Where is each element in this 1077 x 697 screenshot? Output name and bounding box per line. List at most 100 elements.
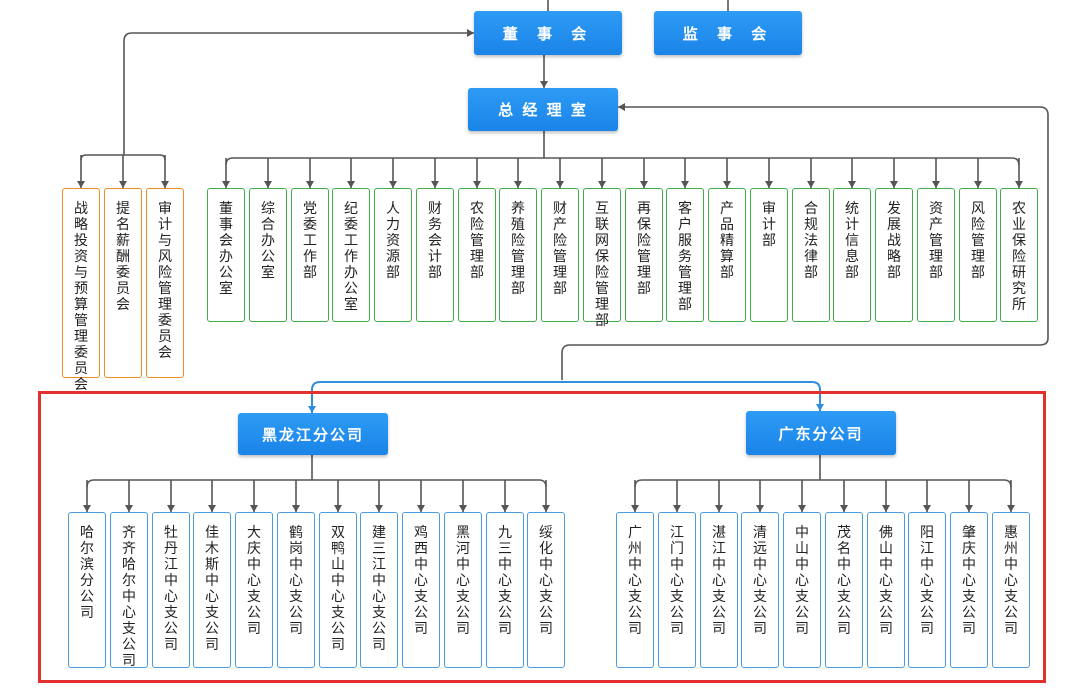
department-box[interactable]: 统计信息部 [833,188,871,322]
arrowhead-icon [540,81,548,88]
office-box-guangdong[interactable]: 湛江中心支公司 [700,512,738,668]
office-box-heilongjiang[interactable]: 九三中心支公司 [486,512,524,668]
office-box-heilongjiang[interactable]: 齐齐哈尔中心支公司 [110,512,148,669]
office-box-heilongjiang-label: 鹤岗中心支公司 [289,525,303,637]
department-box[interactable]: 发展战略部 [875,188,913,322]
arrowhead-icon [83,505,91,512]
office-box-heilongjiang-label: 黑河中心支公司 [456,525,470,637]
department-box[interactable]: 财务会计部 [416,188,454,322]
arrowhead-icon [514,181,522,188]
branch-bus-line [311,381,821,413]
department-box[interactable]: 人力资源部 [374,188,412,322]
office-box-heilongjiang-label: 建三江中心支公司 [372,525,386,653]
committee-box[interactable]: 审计与风险管理委员会 [146,188,184,378]
department-box-label: 纪委工作办公室 [344,201,358,313]
office-box-heilongjiang[interactable]: 佳木斯中心支公司 [193,512,231,668]
department-box[interactable]: 纪委工作办公室 [332,188,370,322]
office-box-heilongjiang-label: 哈尔滨分公司 [80,525,94,621]
office-box-guangdong[interactable]: 广州中心支公司 [616,512,654,668]
department-box-label: 发展战略部 [887,201,901,281]
arrowhead-icon [681,181,689,188]
department-box[interactable]: 农业保险研究所 [1000,188,1038,322]
department-box[interactable]: 产品精算部 [708,188,746,322]
department-box-label: 农业保险研究所 [1012,201,1026,313]
office-box-guangdong[interactable]: 茂名中心支公司 [825,512,863,668]
arrowhead-icon [932,181,940,188]
department-box[interactable]: 客户服务管理部 [666,188,704,322]
arrowhead-icon [807,181,815,188]
office-box-heilongjiang[interactable]: 牡丹江中心支公司 [152,512,190,668]
arrowhead-icon [1015,181,1023,188]
department-box[interactable]: 合规法律部 [792,188,830,322]
arrowhead-icon [618,103,625,111]
department-box[interactable]: 党委工作部 [291,188,329,322]
board-node[interactable]: 董 事 会 [474,11,622,55]
office-box-guangdong-label: 清远中心支公司 [753,525,767,637]
office-box-heilongjiang[interactable]: 鹤岗中心支公司 [277,512,315,668]
department-box-label: 董事会办公室 [219,201,233,297]
department-box[interactable]: 风险管理部 [959,188,997,322]
department-box-label: 养殖险管理部 [511,201,525,297]
office-box-heilongjiang-label: 齐齐哈尔中心支公司 [122,525,136,669]
arrowhead-icon [723,181,731,188]
arrowhead-icon [890,181,898,188]
branch-label-heilongjiang: 黑龙江分公司 [261,425,364,444]
arrowhead-icon [473,181,481,188]
committee-box[interactable]: 提名薪酬委员会 [104,188,142,378]
arrowhead-icon [334,505,342,512]
office-box-heilongjiang[interactable]: 建三江中心支公司 [360,512,398,668]
office-box-heilongjiang[interactable]: 绥化中心支公司 [527,512,565,668]
arrowhead-icon [161,181,169,188]
board-label: 董 事 会 [502,24,594,43]
department-box[interactable]: 互联网保险管理部 [583,188,621,329]
office-box-heilongjiang[interactable]: 鸡西中心支公司 [402,512,440,668]
office-box-guangdong[interactable]: 中山中心支公司 [783,512,821,668]
office-box-guangdong[interactable]: 肇庆中心支公司 [950,512,988,668]
arrowhead-icon [389,181,397,188]
department-box[interactable]: 董事会办公室 [207,188,245,322]
arrowhead-icon [542,505,550,512]
office-box-guangdong[interactable]: 江门中心支公司 [658,512,696,668]
branch-node-heilongjiang[interactable]: 黑龙江分公司 [238,413,388,455]
office-box-guangdong[interactable]: 清远中心支公司 [741,512,779,668]
department-box[interactable]: 综合办公室 [249,188,287,322]
office-box-guangdong[interactable]: 阳江中心支公司 [908,512,946,668]
department-box[interactable]: 养殖险管理部 [499,188,537,322]
arrowhead-icon [264,181,272,188]
arrowhead-icon [965,505,973,512]
branch-node-guangdong[interactable]: 广东分公司 [746,411,896,455]
arrowhead-icon [292,505,300,512]
department-box[interactable]: 审计部 [750,188,788,322]
committee-box[interactable]: 战略投资与预算管理委员会 [62,188,100,393]
arrowhead-icon [459,505,467,512]
department-box-label: 互联网保险管理部 [595,201,609,329]
arrowhead-icon [631,505,639,512]
gm-office-node[interactable]: 总 经 理 室 [468,88,618,131]
office-box-heilongjiang[interactable]: 黑河中心支公司 [444,512,482,668]
arrowhead-icon [167,505,175,512]
department-box-label: 人力资源部 [386,201,400,281]
office-box-guangdong-label: 江门中心支公司 [670,525,684,637]
arrowhead-icon [598,181,606,188]
office-box-heilongjiang-label: 九三中心支公司 [498,525,512,637]
office-box-heilongjiang-label: 大庆中心支公司 [247,525,261,637]
department-box[interactable]: 再保险管理部 [625,188,663,322]
department-box[interactable]: 资产管理部 [917,188,955,322]
office-box-heilongjiang[interactable]: 大庆中心支公司 [235,512,273,668]
department-box-label: 审计部 [762,201,776,249]
office-box-heilongjiang[interactable]: 哈尔滨分公司 [68,512,106,668]
arrowhead-icon [308,406,316,413]
office-box-guangdong-label: 阳江中心支公司 [920,525,934,637]
supervisory-board-node[interactable]: 监 事 会 [654,11,802,55]
office-box-heilongjiang[interactable]: 双鸭山中心支公司 [319,512,357,668]
department-box[interactable]: 财产险管理部 [541,188,579,322]
board-to-committees-line [123,32,474,155]
department-box[interactable]: 农险管理部 [458,188,496,322]
office-box-guangdong[interactable]: 佛山中心支公司 [867,512,905,668]
department-box-label: 资产管理部 [929,201,943,281]
office-box-guangdong[interactable]: 惠州中心支公司 [992,512,1030,668]
committee-box-label: 战略投资与预算管理委员会 [74,201,88,393]
department-box-label: 客户服务管理部 [678,201,692,313]
office-box-guangdong-label: 惠州中心支公司 [1004,525,1018,637]
arrowhead-icon [467,29,474,37]
